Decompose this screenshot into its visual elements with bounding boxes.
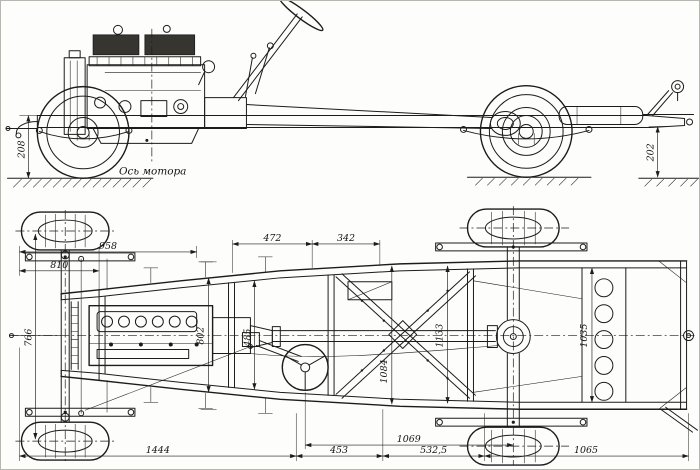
wheel-plan-top-front (20, 211, 110, 251)
engine-plan (88, 305, 214, 367)
rear-axle-plan (495, 246, 531, 428)
leaf-springs-plan (24, 242, 588, 427)
steering-column-side (233, 1, 324, 102)
dim-1444-label: 1444 (146, 445, 170, 456)
dim-1069-label: 1069 (397, 434, 421, 445)
frame-rail-side (36, 115, 694, 128)
dim-1035-label: 1035 (579, 324, 590, 348)
dim-rear-frame-height: 202 (646, 126, 669, 178)
dim-766: 766 (23, 233, 38, 440)
wheel-plan-bottom-front (20, 421, 110, 461)
ground-hatch-left (6, 177, 154, 188)
muffler-side (544, 106, 695, 125)
crossmembers-plan (228, 268, 474, 402)
dim-485: 485 (242, 280, 257, 390)
dim-453-label: 453 (329, 445, 348, 456)
dim-front-frame-height-label: 208 (16, 140, 27, 159)
dim-1084: 1084 (379, 265, 394, 405)
dim-453: 453 (295, 445, 384, 459)
front-wheel-side (36, 85, 130, 179)
dim-802: 802 (196, 277, 211, 393)
dim-532-5: 532,5 (382, 445, 485, 459)
ground-hatch-far-right (638, 177, 699, 187)
outrigger-brackets (143, 256, 273, 414)
side-view: Ось мотора 208 202 (5, 1, 699, 188)
dim-1444: 1444 (19, 445, 297, 459)
engine-side (86, 24, 216, 144)
dim-1133: 1133 (435, 265, 450, 404)
dim-802-label: 802 (196, 327, 207, 345)
dim-1133-label: 1133 (435, 324, 446, 348)
dim-810: 810 (19, 260, 100, 273)
dim-958-label: 958 (99, 241, 117, 252)
radiator-side (63, 50, 86, 135)
dim-532-5-label: 532,5 (420, 445, 447, 456)
motor-axis-label: Ось мотора (119, 165, 186, 177)
dim-958: 958 (19, 241, 197, 254)
front-axle-plan (60, 249, 85, 423)
front-leaf-spring-side (35, 126, 133, 141)
plan-view: 958 810 472 342 766 802 485 1084 (8, 206, 699, 466)
dim-1069: 1069 (304, 434, 514, 448)
differential-side (489, 111, 521, 136)
dim-front-frame-height: 208 (16, 115, 38, 179)
dim-342-label: 342 (337, 233, 355, 244)
propeller-shaft-plan (250, 325, 500, 357)
dim-1084-label: 1084 (379, 359, 390, 383)
extension-lines (19, 239, 689, 462)
dim-342: 342 (311, 233, 381, 247)
battery-box-plan (347, 281, 393, 301)
dim-rear-frame-height-label: 202 (646, 143, 657, 162)
dim-1065-label: 1065 (574, 445, 598, 456)
dim-485-label: 485 (242, 329, 253, 348)
rear-wheel-side (479, 84, 573, 178)
dim-766-label: 766 (23, 329, 34, 347)
front-dumb-iron-crank (5, 120, 38, 139)
dim-472-label: 472 (262, 233, 281, 244)
gearbox-torque-tube-side (204, 97, 492, 129)
rear-crossmember-holes (473, 260, 699, 433)
rear-leaf-spring-side (460, 125, 593, 145)
rear-lamp-bracket-side (646, 80, 685, 117)
steering-plan (84, 332, 329, 411)
ground-hatch-rear (467, 176, 592, 186)
dim-810-label: 810 (50, 260, 68, 271)
dim-1065: 1065 (484, 445, 689, 459)
x-brace-plan (335, 271, 476, 399)
dim-1035: 1035 (579, 267, 595, 403)
dim-472: 472 (232, 233, 313, 247)
